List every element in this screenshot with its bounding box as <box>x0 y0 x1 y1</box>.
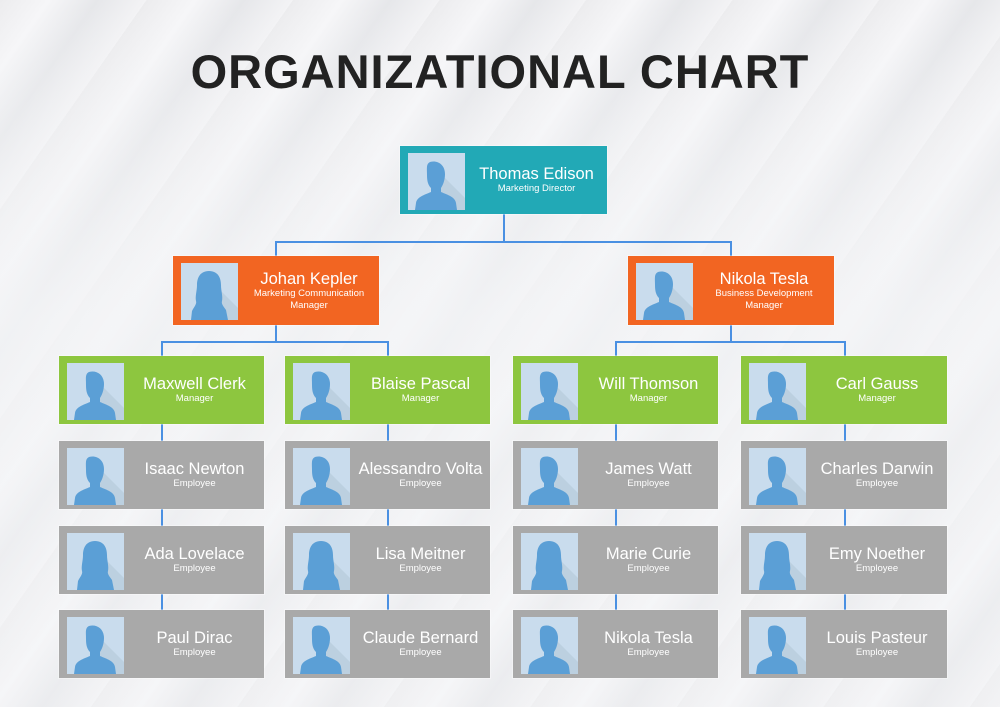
node-role: Employee <box>173 563 216 574</box>
node-name: Thomas Edison <box>479 165 594 183</box>
node-role-line2: Manager <box>290 299 328 311</box>
male-avatar-icon <box>521 448 578 505</box>
male-avatar-icon <box>67 448 124 505</box>
female-avatar-icon <box>749 533 806 590</box>
male-avatar-icon <box>67 617 124 674</box>
male-avatar-icon <box>293 617 350 674</box>
node-role: Employee <box>173 478 216 489</box>
male-avatar-icon <box>636 263 693 320</box>
node-name: Blaise Pascal <box>370 375 471 393</box>
node-role: Manager <box>858 393 896 404</box>
node-level2-left[interactable]: Johan Kepler Marketing Communication Man… <box>173 256 379 325</box>
male-avatar-icon <box>293 448 350 505</box>
node-name: Louis Pasteur <box>826 629 928 647</box>
node-role: Employee <box>855 647 899 658</box>
node-role: Employee <box>627 563 670 574</box>
node-name: Alessandro Volta <box>358 460 483 478</box>
node-role: Marketing Director <box>497 183 576 194</box>
male-avatar-icon <box>293 363 350 420</box>
node-name: Marie Curie <box>605 545 692 563</box>
node-name: Carl Gauss <box>835 375 919 393</box>
male-avatar-icon <box>749 448 806 505</box>
node-name: James Watt <box>605 460 692 478</box>
node-role: Manager <box>175 393 214 404</box>
male-avatar-icon <box>749 363 806 420</box>
node-role: Employee <box>627 647 670 658</box>
node-root[interactable]: Thomas Edison Marketing Director <box>400 146 607 214</box>
node-role: Employee <box>855 478 899 489</box>
node-role-line2: Manager <box>745 299 783 311</box>
node-name: Johan Kepler <box>260 269 358 288</box>
male-avatar-icon <box>749 617 806 674</box>
female-avatar-icon <box>67 533 124 590</box>
node-name: Will Thomson <box>598 375 699 393</box>
node-role: Employee <box>399 647 442 658</box>
node-role: Business Development <box>715 287 813 299</box>
node-name: Ada Lovelace <box>144 545 245 563</box>
node-level2-right[interactable]: Nikola Tesla Business Development Manage… <box>628 256 834 325</box>
node-role: Employee <box>855 563 899 574</box>
node-name: Nikola Tesla <box>604 629 693 647</box>
node-name: Charles Darwin <box>820 460 934 478</box>
female-avatar-icon <box>293 533 350 590</box>
node-name: Maxwell Clerk <box>143 375 246 393</box>
node-role: Employee <box>399 478 442 489</box>
male-avatar-icon <box>67 363 124 420</box>
female-avatar-icon <box>521 533 578 590</box>
node-name: Nikola Tesla <box>719 269 809 288</box>
female-avatar-icon <box>181 263 238 320</box>
male-avatar-icon <box>521 617 578 674</box>
male-avatar-icon <box>521 363 578 420</box>
node-name: Emy Noether <box>828 545 926 563</box>
node-role: Marketing Communication <box>253 287 365 299</box>
male-avatar-icon <box>408 153 465 210</box>
node-name: Claude Bernard <box>362 629 479 647</box>
node-role: Manager <box>629 393 668 404</box>
node-name: Paul Dirac <box>156 629 233 647</box>
node-role: Employee <box>399 563 442 574</box>
node-name: Isaac Newton <box>144 460 245 478</box>
node-name: Lisa Meitner <box>375 545 466 563</box>
chart-title: ORGANIZATIONAL CHART <box>190 45 810 98</box>
node-role: Employee <box>627 478 670 489</box>
node-role: Manager <box>401 393 440 404</box>
node-role: Employee <box>173 647 216 658</box>
